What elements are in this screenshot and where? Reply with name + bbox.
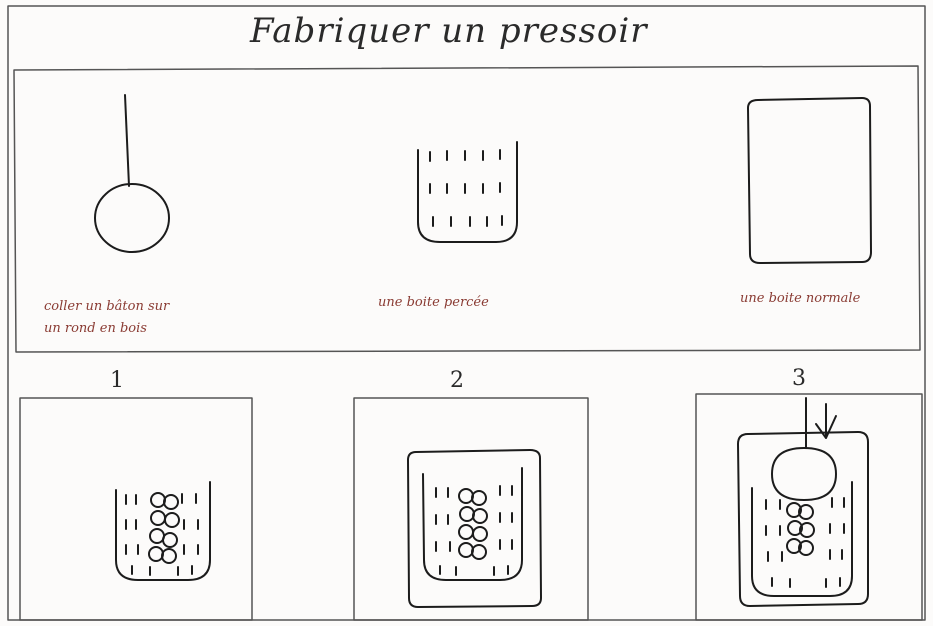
step-2-grapes	[458, 488, 488, 560]
normal-box-drawing	[747, 97, 872, 264]
material-2-caption: une boite percée	[378, 295, 489, 310]
material-1-caption-line-2: un rond en bois	[44, 321, 147, 336]
step-1-frame	[19, 397, 253, 621]
stick-on-round-wood-drawing	[94, 94, 170, 253]
step-1-number: 1	[110, 368, 124, 393]
step-1-drawing	[19, 397, 253, 621]
perforation-marks	[429, 149, 503, 227]
material-1-caption-line-1: coller un bâton sur	[44, 299, 170, 314]
perforated-box-outline	[417, 141, 518, 243]
material-3-caption: une boite normale	[740, 291, 861, 306]
step-2-perforation-marks	[435, 485, 513, 576]
step-3-grapes	[786, 502, 815, 556]
perforated-box-drawing	[417, 141, 518, 243]
round-wood-disc	[94, 183, 170, 253]
step-3-perforated-box	[751, 481, 853, 597]
step-1-perforation-marks	[125, 493, 199, 576]
press-down-arrow-icon	[815, 403, 837, 439]
step-2-perforated-box	[422, 467, 523, 581]
step-1-grapes	[148, 492, 180, 564]
step-3-perforation-marks	[765, 497, 845, 588]
materials-panel-frame	[13, 65, 921, 353]
step-2-number: 2	[450, 368, 464, 393]
step-3-number: 3	[792, 366, 806, 391]
step-3-drawing	[695, 393, 923, 621]
wooden-stick	[124, 94, 130, 187]
step-3-round-wood-press	[771, 447, 837, 501]
step-3-frame	[695, 393, 923, 621]
step-2-frame	[353, 397, 589, 621]
page-title: Fabriquer un pressoir	[250, 11, 648, 51]
step-1-perforated-box	[115, 481, 211, 581]
step-2-drawing	[353, 397, 589, 621]
step-2-normal-box	[407, 449, 542, 608]
step-3-normal-box	[737, 431, 869, 607]
